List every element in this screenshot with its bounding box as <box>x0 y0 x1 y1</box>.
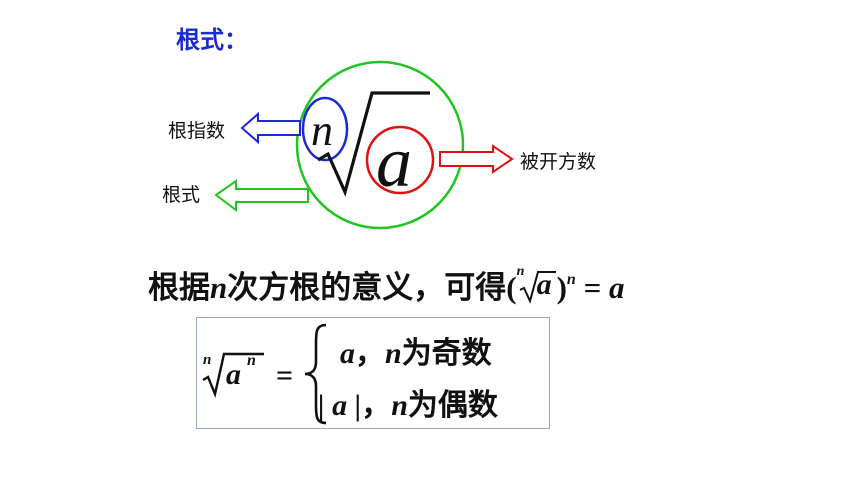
box-equals: = <box>276 359 294 392</box>
statement-text2: 次方根的意义，可得 <box>227 270 507 306</box>
radicand-arrow <box>439 144 514 174</box>
lhs-open-paren: ( <box>506 270 517 305</box>
rhs-value: a <box>608 270 625 305</box>
lhs-exponent: n <box>566 271 576 288</box>
inline-radical-sign <box>519 271 556 304</box>
statement-text: 根据 <box>148 270 210 306</box>
index-symbol: n <box>311 106 333 155</box>
cases-box <box>196 317 550 429</box>
label-index: 根指数 <box>168 120 226 142</box>
case-odd: a，n为奇数 <box>340 328 492 372</box>
case2-value: | a | <box>318 389 362 422</box>
radical-arrow <box>214 179 309 212</box>
inline-root-index: n <box>516 264 525 279</box>
case-even: | a |，n为偶数 <box>318 380 498 424</box>
box-radicand: a <box>226 358 241 391</box>
radical-circle <box>295 60 465 230</box>
box-radical-sign <box>202 352 264 398</box>
label-radical: 根式 <box>162 184 201 206</box>
case1-sep: ， <box>355 336 385 371</box>
radicand-symbol: a <box>376 122 412 202</box>
statement-var: n <box>210 270 228 305</box>
index-ellipse <box>301 96 349 162</box>
radicand-circle <box>365 125 435 195</box>
lhs-close-paren: ) <box>556 270 567 305</box>
case2-var: n <box>391 389 408 422</box>
inline-radicand: a <box>536 268 552 301</box>
case2-sep: ， <box>361 388 392 423</box>
slide-title: 根式： <box>176 26 248 54</box>
case1-value: a <box>340 337 355 370</box>
equals-sign: = <box>575 270 609 305</box>
box-root-index: n <box>203 352 212 368</box>
case2-cond: 为偶数 <box>407 388 498 423</box>
box-radicand-exp: n <box>247 352 256 369</box>
index-arrow <box>240 111 301 145</box>
case1-var: n <box>385 337 402 370</box>
label-radicand: 被开方数 <box>520 151 597 173</box>
case1-cond: 为奇数 <box>401 336 492 371</box>
curly-brace <box>304 323 327 425</box>
radical-sign <box>317 91 430 197</box>
